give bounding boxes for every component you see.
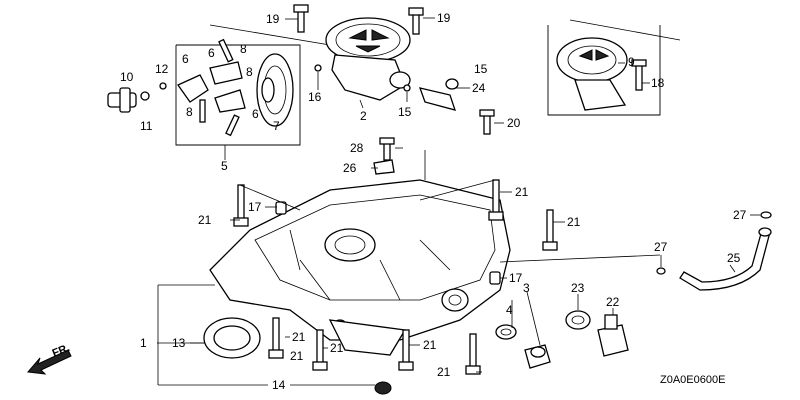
callout-21h: 21 <box>437 365 451 379</box>
callout-labels: 1 2 3 4 5 6 6 6 7 8 8 8 9 10 11 12 13 14… <box>120 11 747 392</box>
governor-assembly <box>107 38 294 137</box>
callout-23: 23 <box>571 281 585 295</box>
callout-19b: 19 <box>437 11 451 25</box>
callout-28: 28 <box>350 141 364 155</box>
callout-21a: 21 <box>198 213 212 227</box>
camshaft-gear <box>556 37 647 111</box>
callout-21b: 21 <box>515 185 529 199</box>
callout-6c: 6 <box>252 107 259 121</box>
leader-lines <box>157 17 760 386</box>
callout-27b: 27 <box>654 240 668 254</box>
callout-8c: 8 <box>246 65 253 79</box>
callout-9: 9 <box>628 55 635 69</box>
callout-8a: 8 <box>240 42 247 56</box>
seals-and-plugs <box>203 201 629 395</box>
group-box-governor <box>175 44 301 160</box>
callout-15b: 15 <box>398 105 412 119</box>
callout-7: 7 <box>273 119 280 133</box>
callout-24: 24 <box>472 81 486 95</box>
callout-26: 26 <box>343 161 357 175</box>
callout-6b: 6 <box>208 46 215 60</box>
drawing-code: Z0A0E0600E <box>660 374 725 386</box>
callout-21g: 21 <box>423 338 437 352</box>
callout-5: 5 <box>221 159 228 173</box>
callout-2: 2 <box>360 109 367 123</box>
callout-21f: 21 <box>330 341 344 355</box>
callout-22: 22 <box>606 295 620 309</box>
group-box-camshaft <box>547 25 661 116</box>
front-arrow: FR. <box>27 342 72 375</box>
flange-bolts <box>233 109 558 375</box>
callout-8b: 8 <box>186 105 193 119</box>
callout-11: 11 <box>140 119 153 133</box>
callout-16: 16 <box>308 90 322 104</box>
callout-20: 20 <box>507 116 521 130</box>
callout-17a: 17 <box>248 200 262 214</box>
crankcase-body <box>209 179 511 356</box>
callout-4: 4 <box>506 303 513 317</box>
callout-18: 18 <box>651 76 665 90</box>
callout-21c: 21 <box>567 215 581 229</box>
callout-12: 12 <box>155 62 169 76</box>
breather-tube <box>656 211 772 291</box>
callout-10: 10 <box>120 70 134 84</box>
callout-21d: 21 <box>292 330 306 344</box>
callout-6a: 6 <box>182 52 189 66</box>
callout-17b: 17 <box>509 271 523 285</box>
oil-pump-gear <box>293 4 459 111</box>
callout-25: 25 <box>727 251 741 265</box>
callout-13: 13 <box>172 336 186 350</box>
callout-19a: 19 <box>266 12 280 26</box>
callout-15a: 15 <box>474 62 488 76</box>
callout-21e: 21 <box>290 349 304 363</box>
callout-3: 3 <box>523 281 530 295</box>
callout-27a: 27 <box>733 208 747 222</box>
callout-1: 1 <box>140 336 147 350</box>
callout-14: 14 <box>272 378 286 392</box>
